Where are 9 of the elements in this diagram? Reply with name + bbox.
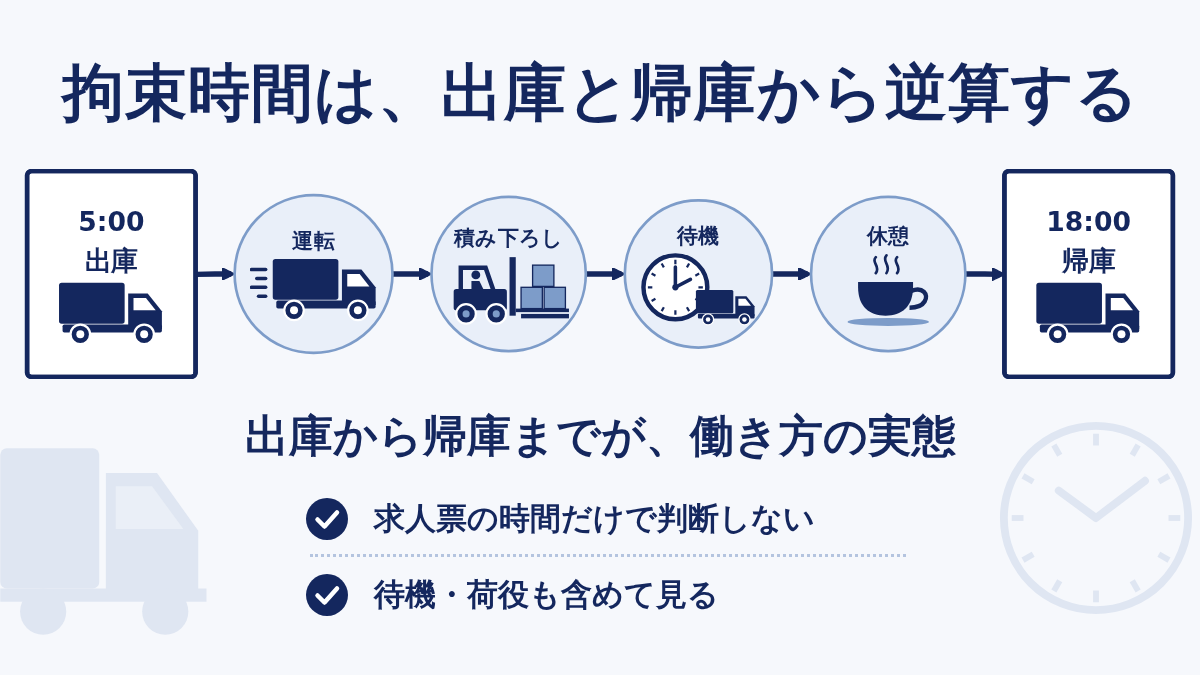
checklist-item: 求人票の時間だけで判断しない [374, 500, 815, 538]
node-circle: 待機 [623, 199, 774, 349]
node-circle: 休憩 [809, 195, 967, 353]
subheading: 出庫から帰庫までが、働き方の実態 [244, 410, 956, 463]
node-circle: 運転 [233, 193, 394, 355]
title: 拘束時間は、出庫と帰庫から逆算する [61, 56, 1139, 131]
checklist-item: 待機・荷役も含めて見る [374, 576, 719, 614]
arrow [772, 267, 812, 281]
node-circle: 積み下ろし [430, 195, 588, 353]
